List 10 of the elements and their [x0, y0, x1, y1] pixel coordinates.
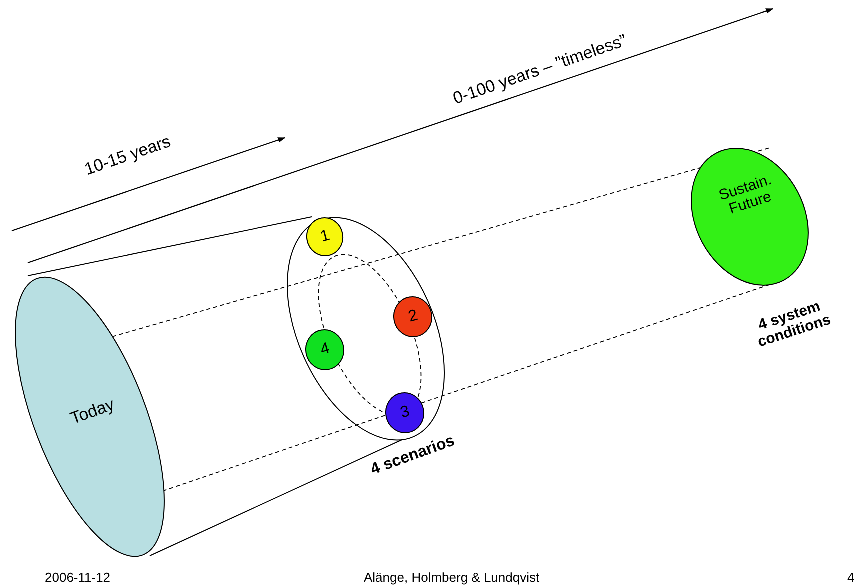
node-label: 1 — [318, 228, 332, 246]
node-label: 4 — [318, 340, 332, 360]
page-number: 4 — [848, 570, 855, 584]
date-footer: 2006-11-12 — [45, 570, 111, 584]
node-label: Sustain. Future — [716, 170, 775, 220]
node-label: 3 — [398, 404, 412, 422]
node-label: Today — [68, 396, 117, 428]
timespan-label: 10-15 years — [82, 132, 174, 180]
author-footer: Alänge, Holmberg & Lundqvist — [364, 570, 540, 584]
node-label: 2 — [406, 308, 420, 326]
